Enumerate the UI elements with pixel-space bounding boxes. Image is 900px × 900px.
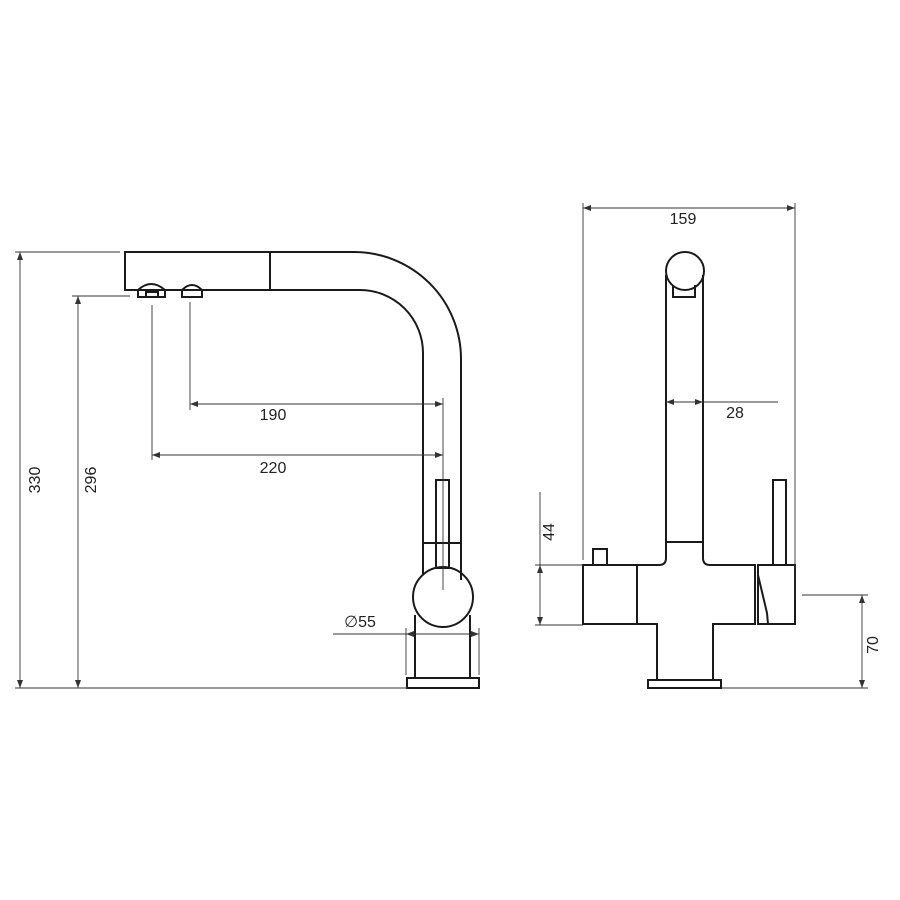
spout-outlet: [672, 285, 696, 298]
spout-outer: [270, 251, 462, 580]
nozzle-right: [181, 284, 203, 298]
side-view: 330 296 190 220 ∅55: [15, 251, 480, 689]
lever-handle: [435, 479, 450, 569]
right-lever-handle: [772, 479, 787, 566]
base-neck: [414, 615, 471, 678]
dim-159-label: 159: [670, 211, 697, 228]
dim-44-label: 44: [541, 523, 558, 541]
spout-end: [665, 251, 705, 291]
dim-296-label: 296: [83, 467, 100, 494]
dim-190-label: 190: [260, 407, 287, 424]
front-base-plate: [647, 679, 722, 689]
front-view: 159 28 44 70: [535, 203, 882, 689]
dim-70-label: 70: [865, 636, 882, 654]
nozzle-left: [137, 283, 166, 298]
spray-head: [124, 251, 271, 291]
dim-330-label: 330: [27, 467, 44, 494]
filter-button: [592, 548, 608, 566]
front-body: [636, 275, 756, 680]
base-plate: [406, 677, 480, 689]
spout-inner: [270, 289, 424, 575]
dim-28-label: 28: [726, 405, 744, 422]
dim-55-label: ∅55: [344, 614, 376, 631]
left-control-block: [582, 564, 638, 625]
dim-220-label: 220: [260, 460, 287, 477]
